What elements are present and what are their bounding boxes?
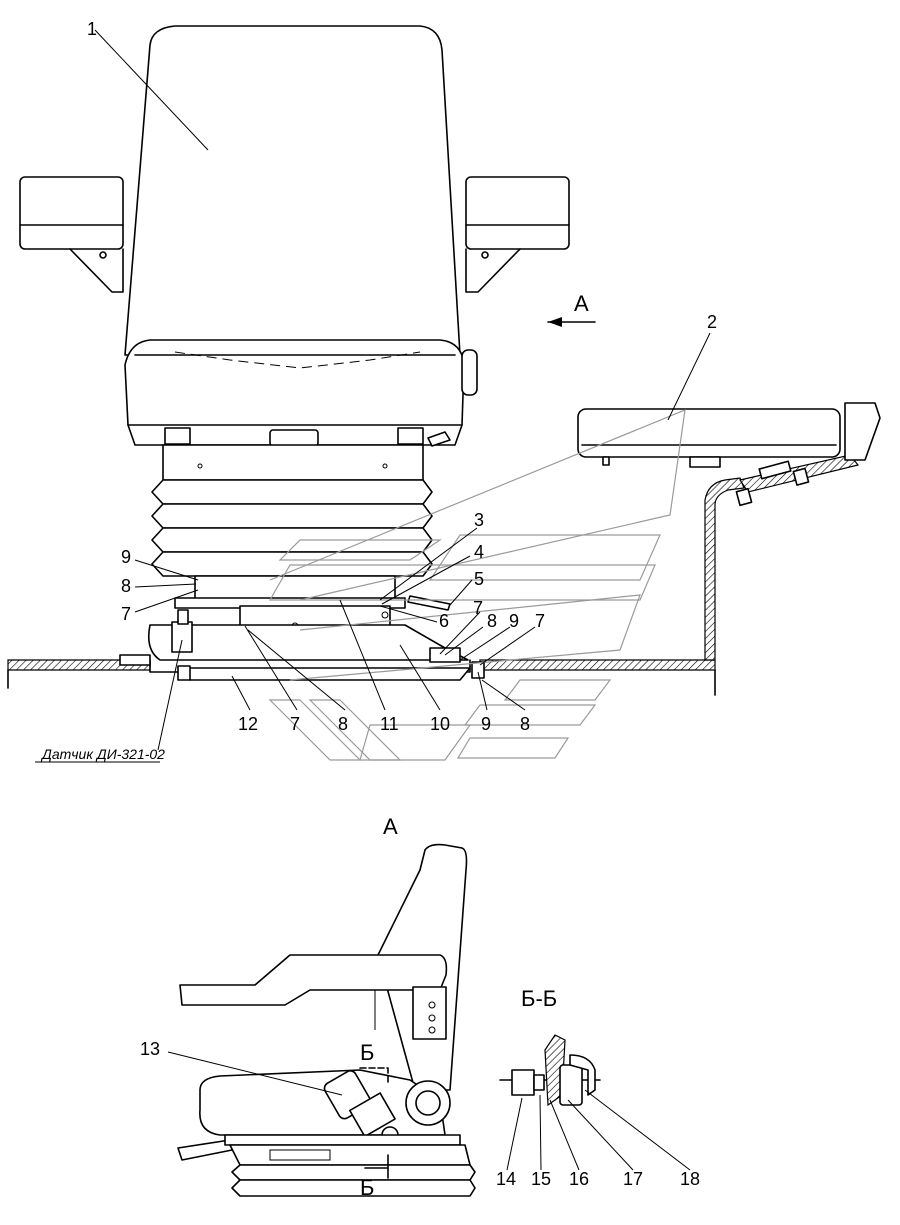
seat-bracket: [844, 402, 881, 461]
cab-wall: [704, 477, 745, 661]
cut-b-bottom-label: Б: [360, 1175, 374, 1200]
leader-lines: [35, 29, 711, 763]
section-bb-title: Б-Б: [521, 986, 557, 1011]
callout-17: 17: [623, 1169, 643, 1189]
callout-18: 18: [680, 1169, 700, 1189]
callout-7d: 7: [290, 714, 300, 734]
callout-2: 2: [707, 312, 717, 332]
callout-8e: 8: [520, 714, 530, 734]
view-a-title: А: [383, 814, 398, 839]
callout-14: 14: [496, 1169, 516, 1189]
arrow-a-label: А: [574, 291, 589, 316]
labels: А А Б-Б Б Б Датчик ДИ-321-02 1 2 3 4 5 6…: [40, 19, 717, 1200]
callout-1: 1: [87, 19, 97, 39]
callout-6: 6: [439, 611, 449, 631]
callout-9a: 9: [121, 547, 131, 567]
callout-3: 3: [474, 510, 484, 530]
sensor-label: Датчик ДИ-321-02: [40, 746, 165, 762]
callout-15: 15: [531, 1169, 551, 1189]
front-view: [7, 25, 881, 763]
section-bb: [499, 1034, 691, 1171]
left-armrest: [19, 176, 124, 250]
backrest: [124, 25, 461, 356]
right-armrest: [465, 176, 570, 250]
nut-14: [511, 1069, 535, 1096]
callout-7b: 7: [473, 598, 483, 618]
passenger-seat: [577, 408, 841, 458]
callout-16: 16: [569, 1169, 589, 1189]
callout-4: 4: [474, 542, 484, 562]
callout-12: 12: [238, 714, 258, 734]
lower-frame: [147, 624, 469, 661]
side-armrest: [179, 954, 448, 1006]
suspension-housing: [162, 444, 424, 481]
side-bellows: [231, 1164, 476, 1197]
view-arrow-icon: [548, 317, 562, 327]
callout-13: 13: [140, 1039, 160, 1059]
callout-8a: 8: [121, 576, 131, 596]
callout-10: 10: [430, 714, 450, 734]
bellows: [151, 479, 433, 577]
callout-9b: 9: [509, 611, 519, 631]
callout-7c: 7: [535, 611, 545, 631]
callout-8b: 8: [487, 611, 497, 631]
callout-7a: 7: [121, 604, 131, 624]
callout-5: 5: [474, 569, 484, 589]
callout-11: 11: [380, 714, 399, 734]
callout-8d: 8: [338, 714, 348, 734]
cut-b-top-label: Б: [360, 1040, 374, 1065]
view-a: [167, 843, 476, 1197]
callout-9d: 9: [481, 714, 491, 734]
